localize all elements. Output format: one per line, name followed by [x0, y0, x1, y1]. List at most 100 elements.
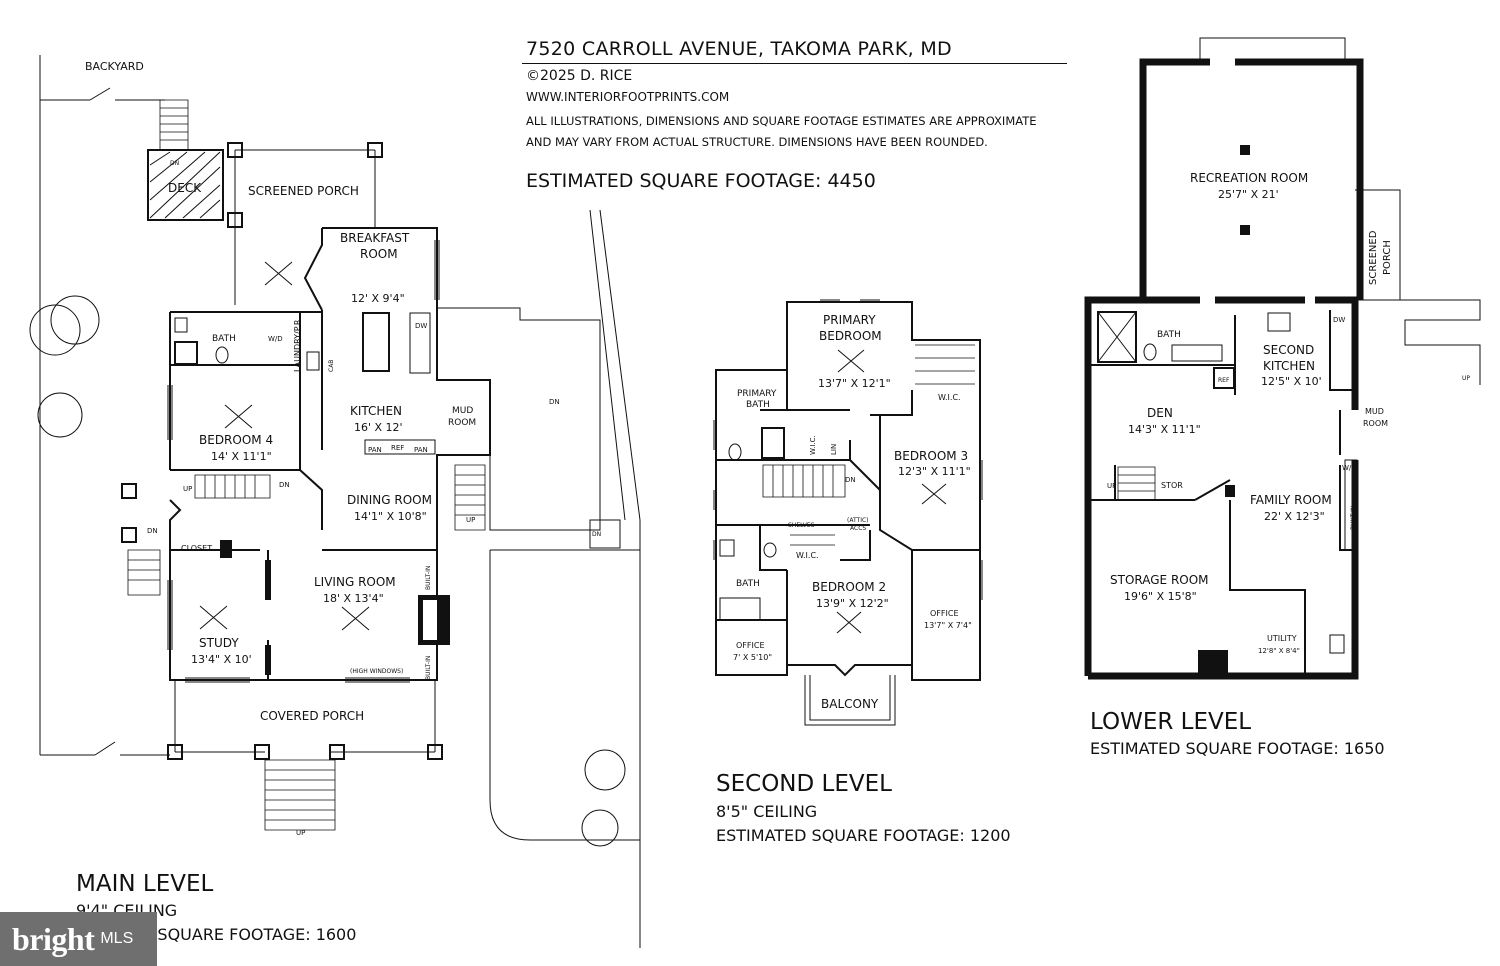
property-address-title: 7520 CARROLL AVENUE, TAKOMA PARK, MD [526, 38, 952, 60]
bright-mls-watermark: bright MLS [0, 912, 157, 966]
label-fp: FP [426, 616, 434, 624]
label-dn: DN [845, 476, 856, 484]
label-breakfast-dim: 12' X 9'4" [351, 292, 405, 305]
label-up: UP [183, 485, 192, 493]
gate [89, 87, 116, 756]
label-bedroom2-dim: 13'9" X 12'2" [816, 597, 889, 610]
label-lin: LIN [830, 444, 838, 455]
toilet [1143, 343, 1157, 361]
mud-room-stairs [454, 464, 486, 531]
lower-level-outline [1084, 296, 1359, 680]
ceiling-fan [341, 606, 370, 631]
label-covered-porch: COVERED PORCH [260, 709, 364, 723]
label-recreation-dim: 25'7" X 21' [1218, 188, 1279, 201]
post [427, 744, 443, 760]
label-pan-2: PAN [414, 446, 428, 454]
tree [50, 295, 100, 345]
ceiling-fan [199, 605, 228, 630]
label-study-dim: 13'4" X 10' [191, 653, 252, 666]
post [121, 527, 137, 543]
lower-level-plan: RECREATION ROOM 25'7" X 21' SCREENED POR… [1084, 37, 1481, 680]
column [1240, 145, 1250, 155]
rec-room-walls [1139, 58, 1364, 300]
label-bedroom2: BEDROOM 2 [812, 580, 886, 594]
second-level-stairs [762, 464, 846, 498]
ceiling-fan [264, 261, 293, 286]
label-dn-4: DN [549, 398, 560, 406]
main-level-title: MAIN LEVEL [76, 871, 214, 897]
covered-porch-outline [174, 680, 436, 753]
label-primary-bedroom-2: BEDROOM [819, 329, 882, 343]
label-kitchen-dim: 16' X 12' [354, 421, 403, 434]
tree [581, 809, 619, 847]
tree [584, 749, 626, 791]
label-bedroom3: BEDROOM 3 [894, 449, 968, 463]
label-mud-room-2: ROOM [1363, 419, 1388, 428]
windows [167, 240, 440, 683]
interior-walls [170, 364, 300, 680]
label-wic: W.I.C. [938, 393, 961, 402]
ceiling-fan [836, 611, 862, 634]
label-balcony: BALCONY [821, 697, 879, 711]
wall-post [265, 560, 271, 600]
lower-exterior-steps [1355, 299, 1481, 385]
label-wd: W/D [268, 335, 283, 343]
label-utility: UTILITY [1267, 634, 1297, 643]
label-dn-3: DN [170, 160, 179, 167]
sink [174, 317, 188, 333]
label-primary-bedroom: PRIMARY [823, 313, 876, 327]
watermark-suffix: MLS [100, 930, 134, 947]
post [367, 142, 383, 158]
label-family-dim: 22' X 12'3" [1264, 510, 1325, 523]
label-bedroom4: BEDROOM 4 [199, 433, 273, 447]
second-level-sqft: ESTIMATED SQUARE FOOTAGE: 1200 [716, 826, 1011, 845]
ceiling-fan [921, 483, 947, 505]
fridge [1213, 367, 1235, 389]
watermark-brand: bright [12, 920, 95, 957]
label-wd: W/D [1342, 464, 1357, 472]
shower-x [1097, 311, 1137, 363]
label-breakfast-room-2: ROOM [360, 247, 398, 261]
label-backyard: BACKYARD [85, 60, 144, 73]
front-stairs [264, 759, 336, 831]
deck-stairs [159, 99, 189, 151]
shower [174, 341, 198, 365]
wic-shelves-2 [790, 534, 835, 546]
label-mud-room: MUD [1365, 407, 1384, 416]
disclaimer-line-2: AND MAY VARY FROM ACTUAL STRUCTURE. DIME… [526, 135, 988, 149]
lower-level-sqft: ESTIMATED SQUARE FOOTAGE: 1650 [1090, 739, 1385, 758]
label-second-kitchen: SECOND [1263, 343, 1314, 357]
label-primary-dim: 13'7" X 12'1" [818, 377, 891, 390]
sink [719, 539, 735, 557]
label-dining-room: DINING ROOM [347, 493, 432, 507]
main-level-sqft: D SQUARE FOOTAGE: 1600 [140, 925, 357, 944]
label-up-2: UP [466, 516, 475, 524]
lot-line [39, 55, 170, 756]
cab [306, 351, 320, 371]
label-bedroom4-dim: 14' X 11'1" [211, 450, 272, 463]
label-dw: DW [415, 322, 427, 330]
shower [761, 427, 785, 459]
driveway-lines [489, 209, 641, 948]
label-breakfast-room: BREAKFAST [340, 231, 410, 245]
label-ref: REF [391, 444, 404, 452]
copyright: ©2025 D. RICE [526, 68, 633, 84]
label-storage-room: STORAGE ROOM [1110, 573, 1209, 587]
post [254, 744, 270, 760]
column [1225, 485, 1235, 497]
label-living-dim: 18' X 13'4" [323, 592, 384, 605]
label-built-in: BUILT-IN [1350, 506, 1357, 530]
label-attic: (ATTIC) [847, 517, 869, 524]
label-office2-dim: 7' X 5'10" [733, 653, 772, 662]
label-office2: OFFICE [736, 641, 765, 650]
label-dw: DW [1333, 316, 1345, 324]
bathtub [719, 597, 761, 621]
post [167, 744, 183, 760]
total-square-footage: ESTIMATED SQUARE FOOTAGE: 4450 [526, 170, 876, 192]
label-den-dim: 14'3" X 11'1" [1128, 423, 1201, 436]
label-bath: BATH [212, 334, 236, 344]
label-screened-porch: SCREENED PORCH [248, 184, 359, 198]
ceiling-fan [224, 404, 253, 429]
label-dn-5: DN [592, 531, 601, 538]
